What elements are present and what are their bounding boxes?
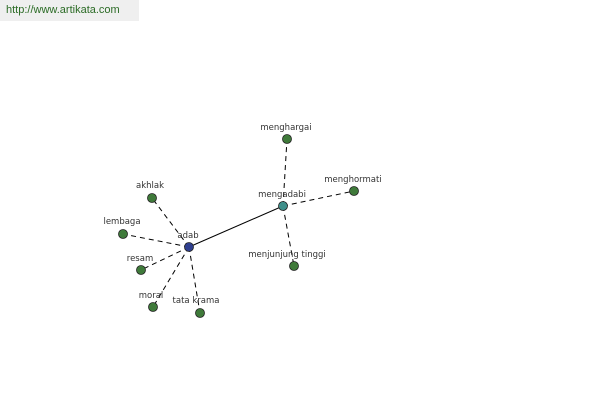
edge-adab-mengadabi <box>188 205 284 248</box>
site-url[interactable]: http://www.artikata.com <box>0 0 139 21</box>
nodes-layer <box>118 134 359 318</box>
node-resam[interactable] <box>136 265 146 275</box>
node-label-menghormati[interactable]: menghormati <box>324 175 381 185</box>
node-label-resam[interactable]: resam <box>127 254 153 264</box>
node-label-mengadabi[interactable]: mengadabi <box>258 190 306 200</box>
node-akhlak[interactable] <box>147 193 157 203</box>
node-moral[interactable] <box>148 302 158 312</box>
edge-mengadabi-menghargai <box>282 138 288 207</box>
edge-adab-moral <box>152 246 190 308</box>
node-tata-krama[interactable] <box>195 308 205 318</box>
edge-mengadabi-menjunjung-tinggi <box>282 205 295 267</box>
node-label-akhlak[interactable]: akhlak <box>136 181 164 191</box>
node-menghargai[interactable] <box>282 134 292 144</box>
node-mengadabi[interactable] <box>278 201 288 211</box>
node-label-moral[interactable]: moral <box>139 291 164 301</box>
edge-adab-tata-krama <box>188 246 201 314</box>
labels-layer: adab mengadabi akhlak lembaga resam moral tata… <box>103 123 381 306</box>
node-menjunjung-tinggi[interactable] <box>289 261 299 271</box>
node-label-menghargai[interactable]: menghargai <box>260 123 311 133</box>
edge-adab-lembaga <box>122 233 190 248</box>
edges-layer <box>122 138 355 314</box>
node-label-tata-krama[interactable]: tata krama <box>173 296 220 306</box>
edge-mengadabi-menghormati <box>282 190 355 207</box>
node-label-lembaga[interactable]: lembaga <box>103 217 140 227</box>
node-lembaga[interactable] <box>118 229 128 239</box>
node-label-menjunjung-tinggi[interactable]: menjunjung tinggi <box>248 250 326 260</box>
edge-adab-akhlak <box>151 197 190 248</box>
node-adab[interactable] <box>184 242 194 252</box>
node-menghormati[interactable] <box>349 186 359 196</box>
node-label-adab[interactable]: adab <box>177 231 198 241</box>
